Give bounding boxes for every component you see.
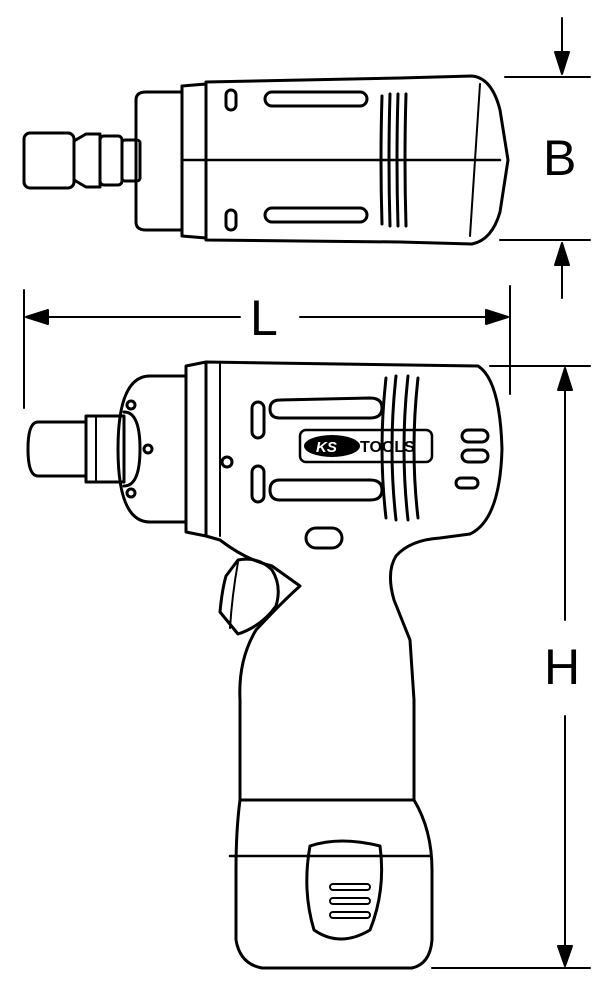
- side-view-trigger: [218, 557, 280, 636]
- top-view: [22, 74, 510, 246]
- ks-tools-logo: KS TOOLS: [298, 428, 434, 464]
- side-view: [26, 360, 504, 970]
- side-view-housing: [204, 360, 504, 802]
- dimension-h: [431, 365, 591, 969]
- dimension-b-label: B: [543, 130, 576, 186]
- dimension-l: [23, 285, 511, 409]
- side-view-nose: [116, 360, 208, 538]
- top-view-fitting: [22, 131, 142, 190]
- logo-prefix: KS: [316, 439, 337, 456]
- dimension-b: [499, 17, 591, 299]
- dimension-l-label: L: [250, 290, 278, 346]
- top-view-body: [180, 74, 510, 246]
- logo-suffix: TOOLS: [360, 439, 415, 456]
- dimension-h-label: H: [544, 639, 580, 695]
- side-view-spindle: [26, 410, 142, 488]
- side-view-battery: [228, 798, 434, 970]
